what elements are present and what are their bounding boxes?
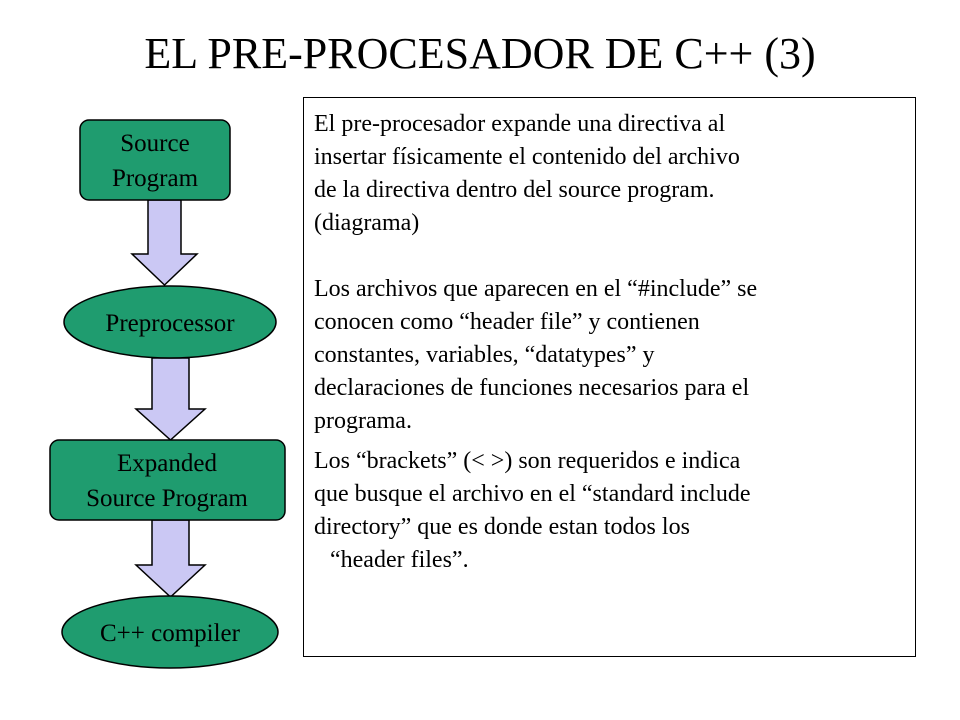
- text-p1-line1: El pre-procesador expande una directiva …: [314, 111, 726, 137]
- node-preprocessor: [63, 285, 277, 359]
- text-p2-line2: conocen como “header file” y contienen: [314, 309, 700, 335]
- slide-title: EL PRE-PROCESADOR DE C++ (3): [144, 29, 816, 78]
- text-p2-line5: programa.: [314, 408, 412, 434]
- text-p1-line3: de la directiva dentro del source progra…: [314, 177, 715, 203]
- arrow-preprocessor-to-expanded: [134, 357, 207, 442]
- text-p1-line2: insertar físicamente el contenido del ar…: [314, 144, 740, 170]
- text-p3-line1: Los “brackets” (< >) son requeridos e in…: [314, 448, 741, 474]
- node-expanded-line1: Expanded: [117, 450, 217, 477]
- arrow-expanded-to-compiler: [134, 519, 207, 599]
- node-expanded-line2: Source Program: [86, 485, 248, 512]
- node-source-program-line1: Source: [120, 130, 189, 157]
- node-preprocessor-label: Preprocessor: [105, 310, 235, 337]
- node-cpp-compiler-label: C++ compiler: [100, 620, 241, 647]
- text-p3-line2: que busque el archivo en el “standard in…: [314, 481, 751, 507]
- text-p3-line4: “header files”.: [330, 547, 469, 573]
- text-p3-line3: directory” que es donde estan todos los: [314, 514, 690, 540]
- preprocessor-flow-diagram: Source Program Preprocessor Expanded Sou…: [49, 119, 286, 669]
- text-p2-line3: constantes, variables, “datatypes” y: [314, 342, 655, 368]
- explanation-text-box: El pre-procesador expande una directiva …: [303, 97, 916, 657]
- node-expanded-source-program: [49, 439, 286, 521]
- arrow-source-to-preprocessor: [130, 199, 199, 287]
- text-p2-line4: declaraciones de funciones necesarios pa…: [314, 375, 750, 401]
- node-source-program: [79, 119, 231, 201]
- node-cpp-compiler: [61, 595, 279, 669]
- node-source-program-line2: Program: [112, 165, 199, 192]
- text-p2-line1: Los archivos que aparecen en el “#includ…: [314, 276, 758, 302]
- text-p1-line4: (diagrama): [314, 210, 420, 236]
